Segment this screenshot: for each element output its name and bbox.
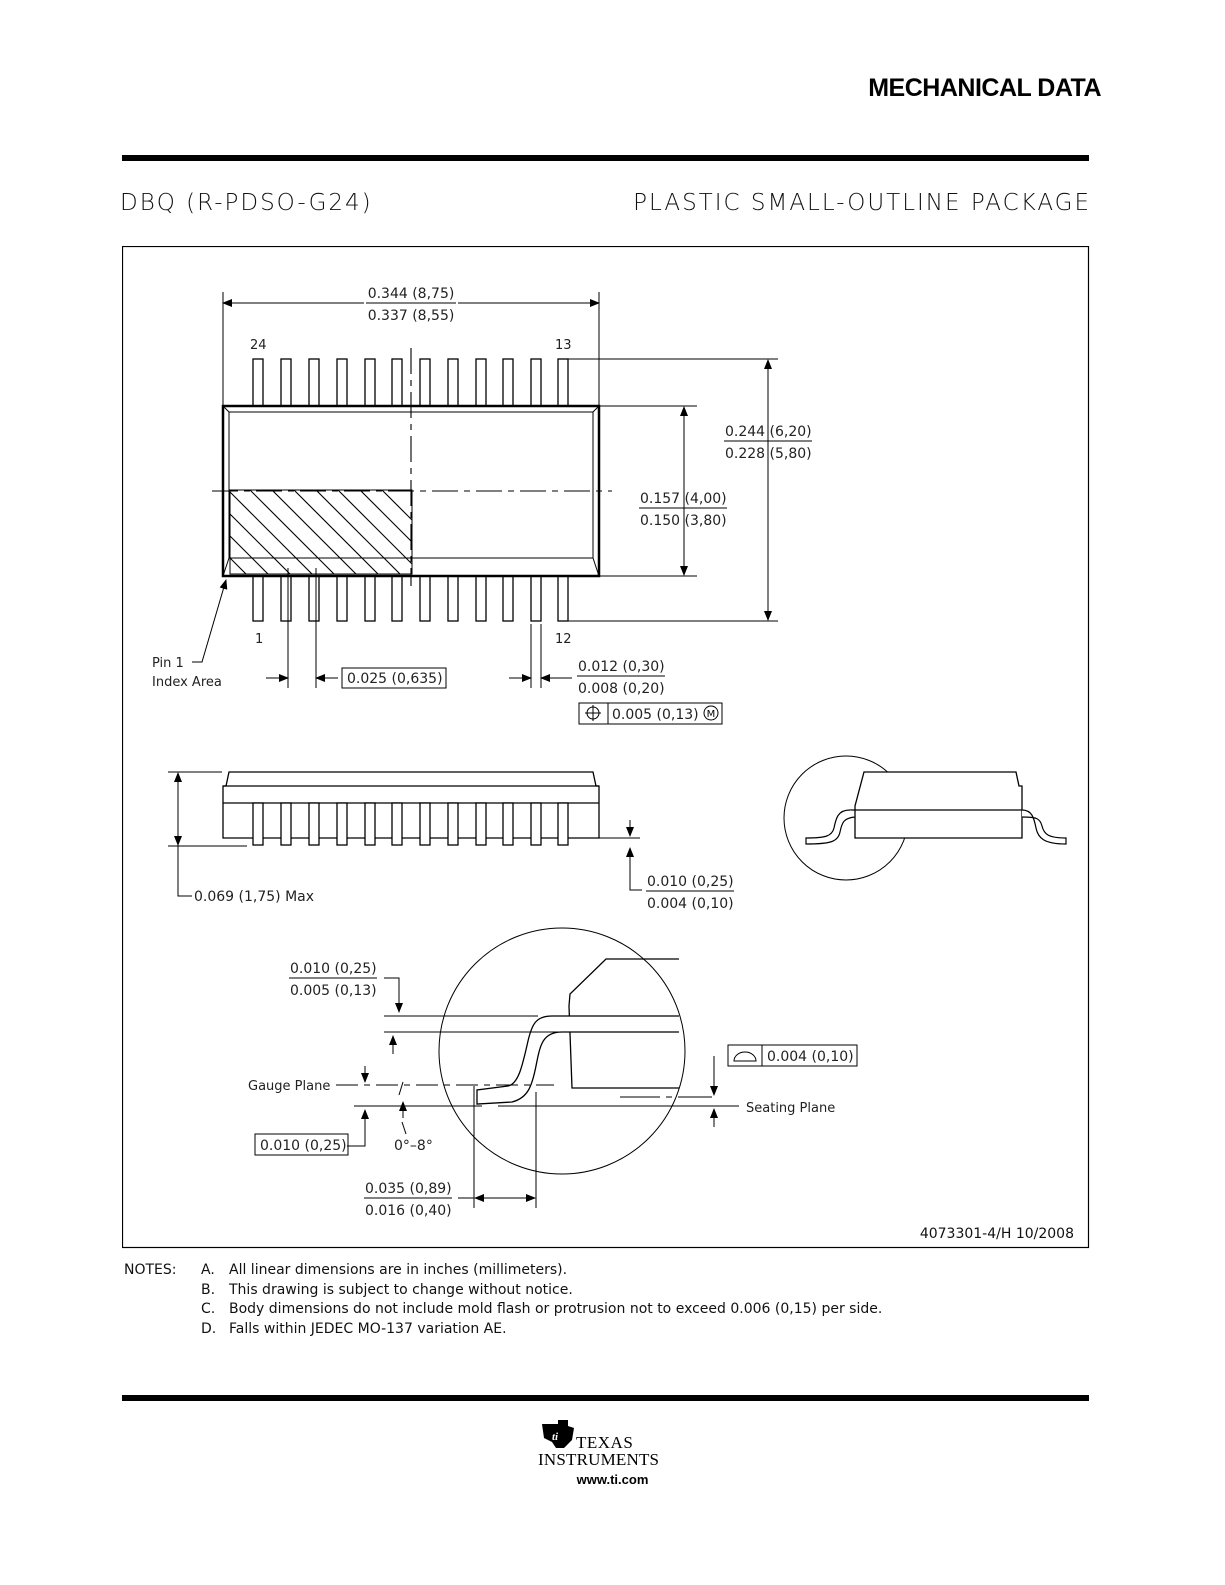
page-title: MECHANICAL DATA <box>868 74 1101 102</box>
brand-line-2: INSTRUMENTS <box>538 1450 659 1469</box>
pin-12-label: 12 <box>555 632 572 647</box>
pin-1-label: 1 <box>255 632 263 647</box>
body-width-min-label: 0.150 (3,80) <box>640 513 727 529</box>
mechanical-drawing: 0.344 (8,75) 0.337 (8,55) 24 13 1 12 0.2… <box>122 246 1090 1249</box>
note-letter: C. <box>201 1301 216 1317</box>
len-min-label: 0.337 (8,55) <box>368 308 455 324</box>
len-max-label: 0.344 (8,75) <box>368 286 455 302</box>
height-max-label: 0.069 (1,75) Max <box>194 889 314 905</box>
note-text: Body dimensions do not include mold flas… <box>229 1301 883 1317</box>
notes-label: NOTES: <box>124 1262 177 1278</box>
body-width-max-label: 0.157 (4,00) <box>640 491 727 507</box>
lead-width-min-label: 0.008 (0,20) <box>578 681 665 697</box>
top-rule <box>122 155 1089 161</box>
note-letter: A. <box>201 1262 215 1278</box>
total-width-max-label: 0.244 (6,20) <box>725 424 812 440</box>
package-description: PLASTIC SMALL-OUTLINE PACKAGE <box>633 190 1091 216</box>
side-view: 0.069 (1,75) Max 0.010 (0,25) 0.004 (0,1… <box>168 771 734 912</box>
note-text: This drawing is subject to change withou… <box>229 1281 573 1298</box>
lead-width-max-label: 0.012 (0,30) <box>578 659 665 675</box>
gauge-plane-label: Gauge Plane <box>248 1079 330 1094</box>
top-view: 0.344 (8,75) 0.337 (8,55) 24 13 1 12 0.2… <box>152 286 812 725</box>
pin1-index-hatch <box>230 490 412 574</box>
pin1-label: Pin 1 <box>152 656 184 671</box>
position-tolerance-label: 0.005 (0,13) <box>612 707 699 723</box>
standoff-max-label: 0.010 (0,25) <box>647 874 734 890</box>
coplanarity-icon <box>733 1051 757 1062</box>
texas-state-icon <box>542 1420 574 1448</box>
package-code: DBQ (R-PDSO-G24) <box>120 190 373 216</box>
drawing-frame <box>122 246 1090 1249</box>
svg-text:ti: ti <box>552 1431 559 1443</box>
foot-length-min-label: 0.016 (0,40) <box>365 1203 452 1219</box>
notes: NOTES: A. All linear dimensions are in inc… <box>124 1261 882 1339</box>
mmc-modifier-label: M <box>707 709 716 720</box>
brand-line-1: TEXAS <box>576 1433 633 1452</box>
standoff-min-label: 0.004 (0,10) <box>647 896 734 912</box>
mmc-modifier-icon <box>703 705 719 721</box>
drawing-id: 4073301-4/H 10/2008 <box>920 1226 1074 1242</box>
note-letter: D. <box>201 1320 217 1337</box>
end-view <box>783 755 1067 881</box>
gauge-dim-label: 0.010 (0,25) <box>260 1138 347 1154</box>
angle-label: 0°–8° <box>394 1138 433 1154</box>
note-letter: B. <box>201 1281 216 1298</box>
foot-length-max-label: 0.035 (0,89) <box>365 1181 452 1197</box>
seating-plane-label: Seating Plane <box>746 1101 835 1116</box>
pitch-label: 0.025 (0,635) <box>347 671 443 687</box>
coplanarity-label: 0.004 (0,10) <box>767 1049 854 1065</box>
footer-url[interactable]: www.ti.com <box>576 1472 649 1487</box>
ti-logo: ti TEXAS INSTRUMENTS <box>538 1420 659 1469</box>
lead-thickness-min-label: 0.005 (0,13) <box>290 983 377 999</box>
lead-thickness-max-label: 0.010 (0,25) <box>290 961 377 977</box>
total-width-min-label: 0.228 (5,80) <box>725 446 812 462</box>
lead-detail-view: 0.010 (0,25) 0.005 (0,13) Gauge Plane 0.… <box>248 927 858 1219</box>
note-text: Falls within JEDEC MO-137 variation AE. <box>229 1320 507 1337</box>
pin-13-label: 13 <box>555 338 572 353</box>
pin-24-label: 24 <box>250 338 267 353</box>
pin1-label-2: Index Area <box>152 675 222 690</box>
bottom-rule <box>122 1395 1089 1401</box>
note-text: All linear dimensions are in inches (mil… <box>229 1262 568 1278</box>
